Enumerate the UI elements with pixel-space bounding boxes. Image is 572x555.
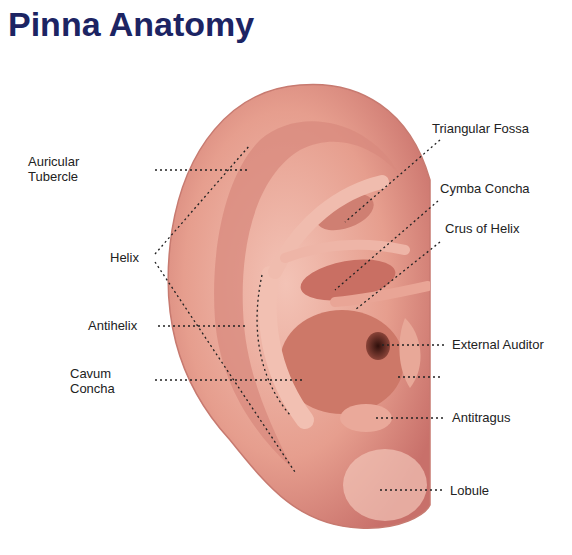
leader-line [335,201,438,290]
part-label: Antitragus [452,410,511,425]
part-label: Antihelix [88,318,137,333]
leader-line [382,344,446,345]
part-label: Cymba Concha [440,181,530,196]
leader-line [155,262,295,472]
leader-line [155,379,305,380]
leader-line [380,489,444,490]
part-label: Triangular Fossa [432,121,529,136]
leader-line [345,140,440,222]
leader-line [355,242,440,310]
title: Pinna Anatomy [8,4,254,44]
part-label: Lobule [450,483,489,498]
leader-line [376,417,444,418]
ear-canal [366,332,390,360]
leader-line [155,169,248,170]
part-label: Cavum Concha [70,366,140,396]
crus-of-helix-ridge [335,286,428,302]
leader-lines [155,140,446,490]
part-label: Crus of Helix [445,221,519,236]
ear-outline [168,84,430,528]
ear-features [214,121,428,521]
part-label: External Auditor [452,337,544,352]
leader-line [257,275,290,415]
antihelix-ridge [268,275,305,420]
leader-line [158,325,245,326]
leader-line [398,376,443,377]
lobule-shape [343,449,427,521]
leader-line [155,145,250,254]
part-label: Helix [110,250,139,265]
antitragus-shape [340,404,392,432]
part-label: Auricular Tubercle [28,154,100,184]
inferior-crus [285,245,405,258]
